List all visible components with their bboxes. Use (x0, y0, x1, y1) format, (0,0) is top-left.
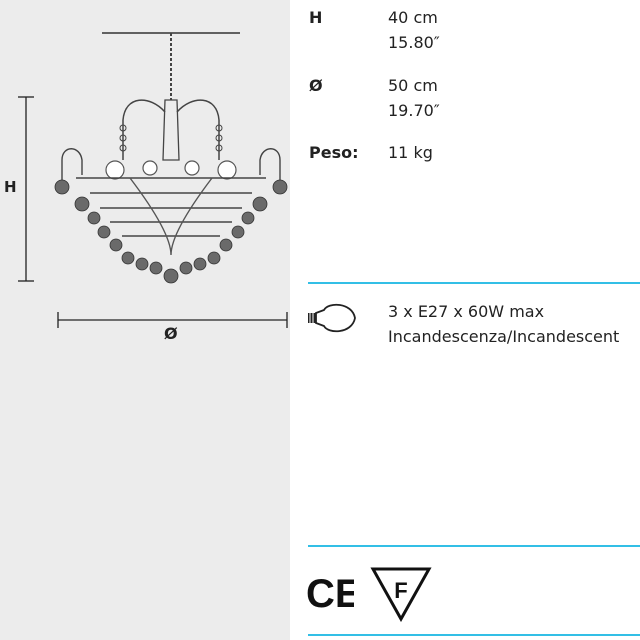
bulb-spec-line2: Incandescenza/Incandescent (388, 327, 620, 346)
svg-text:CE: CE (306, 572, 354, 612)
spec-height-cm: 40 cm (388, 8, 438, 27)
spec-diameter-cm: 50 cm (388, 76, 438, 95)
ce-mark-icon: CE (306, 572, 354, 612)
spec-diameter-in: 19.70″ (388, 101, 440, 120)
chandelier-drawing (18, 32, 288, 328)
spec-height-key: H (309, 8, 323, 27)
section-divider (308, 634, 640, 636)
height-dimension-label: H (4, 178, 17, 196)
spec-weight-value: 11 kg (388, 143, 433, 162)
spec-height-in: 15.80″ (388, 33, 440, 52)
product-drawing-panel: H Ø (0, 0, 290, 640)
spec-diameter-key: Ø (309, 76, 323, 95)
f-mark-icon: F (370, 567, 432, 622)
bulb-spec: 3 x E27 x 60W max Incandescenza/Incandes… (388, 299, 619, 349)
spec-weight-key: Peso: (309, 143, 359, 162)
diameter-dimension-label: Ø (164, 324, 178, 343)
section-divider (308, 282, 640, 284)
light-bulb-icon (308, 303, 356, 333)
svg-text:F: F (394, 578, 407, 603)
bulb-spec-line1: 3 x E27 x 60W max (388, 302, 545, 321)
section-divider (308, 545, 640, 547)
